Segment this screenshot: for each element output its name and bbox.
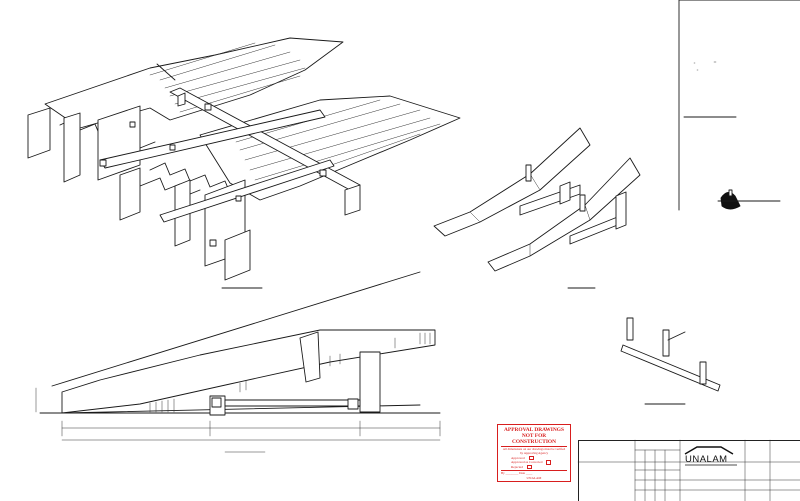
approval-stamp: APPROVAL DRAWINGS NOT FOR CONSTRUCTION A… [497,424,571,482]
stamp-note: All dimensions on our drawings must be v… [502,447,566,455]
unalam-logo: UNALAM [681,445,741,467]
stamp-by-date: By ________ Date ____ [501,470,567,475]
brand-name: UNALAM [685,454,728,465]
frame-detail [620,317,721,405]
isometric-ramp-structure [27,37,461,281]
sheet-frame [678,0,800,211]
roof-logo-icon [684,446,737,466]
stamp-option-approved: Approved [511,455,567,461]
title-block: UNALAM [578,440,800,501]
stamp-title: APPROVAL DRAWINGS [504,427,564,433]
emblem-icon [717,189,781,210]
title-block-grid [577,439,800,501]
stamp-footer: UNALAM [526,476,542,481]
stamp-subtitle: NOT FOR CONSTRUCTION [501,433,567,447]
ramp-side-elevation [35,271,441,453]
stamp-option-corrected: Approved as Corrected [511,460,567,465]
stamp-option-rejected: Rejected [511,464,567,470]
panel-marks [693,61,717,71]
small-isometric-ramps [433,127,641,272]
